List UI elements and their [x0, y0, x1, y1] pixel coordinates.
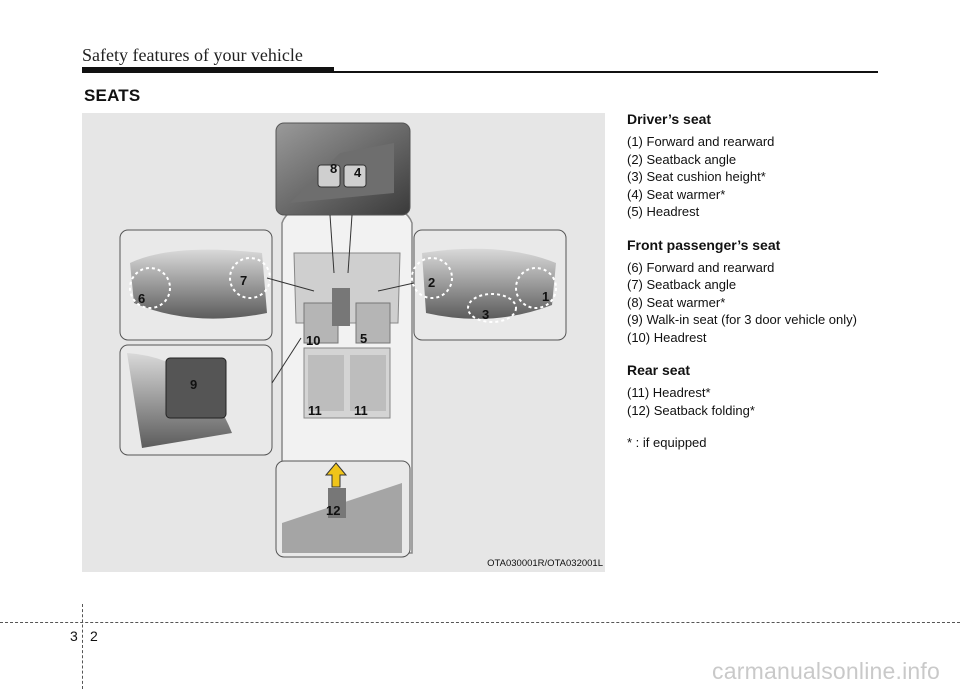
passenger-seat-list: (6) Forward and rearward (7) Seatback an… [627, 259, 917, 347]
inset-driver-seat [411, 229, 567, 341]
inset-walk-in-lever [119, 344, 273, 456]
list-item: (9) Walk-in seat (for 3 door vehicle onl… [627, 312, 857, 327]
list-item: (7) Seatback angle [627, 277, 737, 292]
svg-text:11: 11 [354, 403, 368, 418]
header-rule-thick [82, 67, 334, 71]
drivers-seat-heading: Driver’s seat [627, 111, 712, 127]
list-item: (12) Seatback folding* [627, 402, 755, 418]
figure-caption: OTA030001R/OTA032001L [487, 558, 603, 569]
svg-text:4: 4 [354, 165, 362, 180]
header-rule-thin [82, 71, 878, 73]
seat-controls-figure: 8 4 7 6 2 1 3 9 10 5 11 11 12 OTA030001R… [82, 113, 605, 572]
inset-passenger-seat [119, 229, 273, 341]
seat-illustration: 8 4 7 6 2 1 3 9 10 5 11 11 12 [119, 122, 567, 558]
svg-text:11: 11 [308, 403, 322, 418]
list-item: (5) Headrest [627, 204, 700, 219]
chapter-number: 3 [70, 628, 78, 644]
page-number: 2 [90, 628, 98, 644]
list-item: (10) Headrest [627, 329, 707, 345]
watermark: carmanualsonline.info [712, 658, 940, 684]
inset-seat-warmer-switches [275, 122, 411, 216]
footer-vertical-divider [82, 604, 83, 689]
svg-text:5: 5 [360, 331, 367, 346]
svg-text:9: 9 [190, 377, 197, 392]
svg-text:6: 6 [138, 291, 145, 306]
list-item: (1) Forward and rearward [627, 134, 775, 149]
list-item: (2) Seatback angle [627, 151, 737, 167]
passenger-seat-heading: Front passenger’s seat [627, 236, 781, 253]
svg-text:7: 7 [240, 273, 247, 288]
inset-seatback-folding [275, 460, 411, 558]
list-item: (6) Forward and rearward [627, 259, 775, 275]
list-item: (3) Seat cushion height* [627, 169, 766, 184]
svg-text:2: 2 [428, 275, 435, 290]
callout-numbers: 8 4 7 6 2 1 3 9 10 5 11 11 12 [138, 161, 549, 518]
list-item: (8) Seat warmer* [627, 294, 726, 310]
section-title: SEATS [84, 86, 141, 105]
svg-text:8: 8 [330, 161, 337, 176]
footer-divider [0, 622, 960, 623]
seat-descriptions: Driver’s seat (1) Forward and rearward (… [627, 111, 917, 450]
running-header: Safety features of your vehicle [82, 45, 303, 65]
equipment-note: * : if equipped [627, 435, 707, 450]
svg-text:12: 12 [326, 503, 340, 518]
svg-text:3: 3 [482, 307, 489, 322]
svg-text:10: 10 [306, 333, 320, 348]
list-item: (11) Headrest* [627, 385, 711, 400]
rear-seat-list: (11) Headrest* (12) Seatback folding* [627, 384, 917, 419]
rear-seat-heading: Rear seat [627, 362, 691, 378]
svg-text:1: 1 [542, 289, 549, 304]
drivers-seat-list: (1) Forward and rearward (2) Seatback an… [627, 133, 917, 221]
list-item: (4) Seat warmer* [627, 186, 726, 202]
